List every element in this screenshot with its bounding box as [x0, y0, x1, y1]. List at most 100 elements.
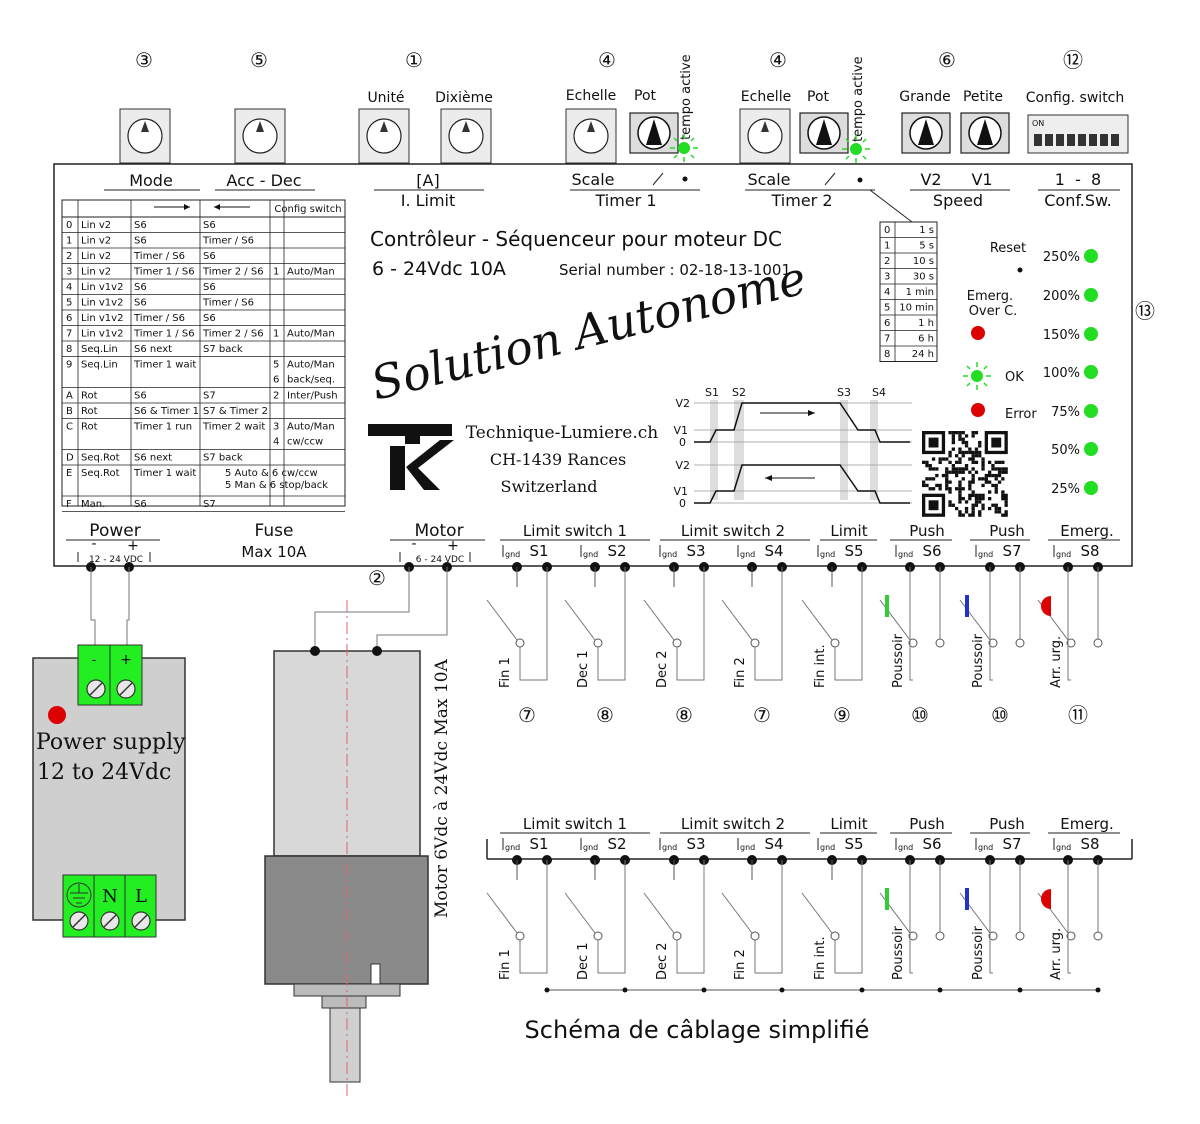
current-level-label: 75%: [1051, 405, 1080, 420]
power-plus: +: [127, 538, 139, 554]
input-group-label: Limit: [830, 815, 867, 833]
mode-table-cell: Lin v2: [81, 236, 111, 247]
mode-table-cell: Auto/Man: [287, 360, 335, 371]
label-dixieme: Dixième: [435, 90, 493, 106]
scale-table-key: 2: [884, 256, 890, 267]
mode-table-cell: S7: [203, 499, 216, 510]
switch-label: Poussoir: [971, 633, 986, 688]
v2-knob[interactable]: [901, 112, 951, 154]
pot-1-knob[interactable]: [629, 112, 679, 154]
input-terminal-label: S8: [1080, 542, 1099, 560]
gnd-label: gnd: [1056, 843, 1071, 852]
graph-v2-bottom: V2: [675, 459, 690, 472]
current-level-led: [1084, 327, 1098, 341]
mode-table-cell: Timer / S6: [133, 251, 185, 262]
push-button-green[interactable]: [885, 888, 889, 910]
mode-table-cell: C: [66, 422, 73, 433]
callout-emerg: ⑪: [1068, 703, 1088, 727]
mode-table-cell: 3: [273, 422, 279, 433]
switch-label: Dec 1: [576, 942, 591, 980]
board-scale-2-label: Scale: [747, 170, 790, 189]
echelle-1-rotary-switch[interactable]: [565, 108, 617, 164]
psu-live: L: [135, 886, 147, 907]
current-level-led: [1084, 404, 1098, 418]
power-supply: - + Power supply 12 to 24Vdc N L: [32, 644, 186, 938]
fuse-label: Fuse: [255, 521, 294, 541]
input-terminal-label: S2: [607, 542, 626, 560]
company-country: Switzerland: [501, 477, 598, 496]
label-unite: Unité: [367, 90, 404, 106]
current-level-led: [1084, 481, 1098, 495]
input-group-label: Push: [989, 522, 1025, 540]
mode-table-cell: Auto/Man: [287, 329, 335, 340]
push-button-green[interactable]: [885, 595, 889, 617]
serial-number: Serial number : 02-18-13-1001: [559, 261, 791, 279]
label-echelle-1: Echelle: [566, 88, 616, 104]
callout-timer1: ④: [598, 48, 616, 72]
callout-fin2: ⑦: [753, 703, 771, 727]
mode-rotary-switch[interactable]: [119, 108, 171, 164]
mode-table-cell: 5: [66, 298, 72, 309]
scale-table-key: 5: [884, 303, 890, 314]
mode-table-cell: S6: [134, 236, 147, 247]
graph-s3: S3: [837, 386, 851, 399]
input-terminal-label: S8: [1080, 835, 1099, 853]
push-button-blue[interactable]: [965, 595, 969, 617]
mode-table-cell: S7 back: [203, 453, 243, 464]
mode-table-cell: back/seq.: [287, 375, 335, 386]
mode-table-cell: Timer / S6: [202, 236, 254, 247]
gnd-label: gnd: [978, 843, 993, 852]
board-v1-label: V1: [971, 170, 992, 189]
input-terminal-label: S7: [1002, 542, 1021, 560]
mode-table-cell: Timer 2 wait: [202, 422, 265, 433]
scale-table-value: 5 s: [919, 241, 934, 252]
scale-table-value: 24 h: [912, 349, 934, 360]
tempo-led-1: [669, 133, 699, 163]
motor-plus: +: [447, 538, 459, 554]
pot-2-knob[interactable]: [799, 112, 849, 154]
gnd-label: gnd: [820, 550, 835, 559]
accdec-rotary-switch[interactable]: [234, 108, 286, 164]
dixieme-rotary-switch[interactable]: [440, 108, 492, 164]
v1-knob[interactable]: [960, 112, 1010, 154]
emergency-stop-button[interactable]: [1041, 889, 1051, 909]
scale-table-value: 10 s: [913, 256, 934, 267]
mode-table-cell: 5: [273, 360, 279, 371]
mode-table-cell: 2: [66, 251, 72, 262]
input-terminal-label: S3: [686, 835, 705, 853]
config-dip-switch[interactable]: ON: [1027, 114, 1129, 154]
switch-label: Fin int.: [813, 644, 828, 688]
graph-v1-bottom: V1: [673, 485, 688, 498]
mode-table-cell: 5 Auto & 6 cw/ccw: [225, 468, 318, 479]
mode-table-cell: Lin v1v2: [81, 329, 123, 340]
mode-table-cell: Inter/Push: [287, 391, 338, 402]
company-name: Technique-Lumiere.ch: [466, 423, 659, 443]
current-level-led: [1084, 442, 1098, 456]
mode-table-cell: S6 & Timer 1: [134, 406, 199, 417]
push-button-blue[interactable]: [965, 888, 969, 910]
wiring-schema-title: Schéma de câblage simplifié: [525, 1016, 870, 1044]
controller-voltage: 6 - 24Vdc 10A: [372, 258, 506, 280]
echelle-2-rotary-switch[interactable]: [739, 108, 791, 164]
mode-table-cell: Rot: [81, 422, 98, 433]
mode-table-cell: S6: [134, 499, 147, 510]
gnd-label: gnd: [505, 550, 520, 559]
mode-table-config-header: Config switch: [274, 204, 341, 215]
mode-table-cell: 4: [66, 282, 72, 293]
psu-neutral: N: [102, 886, 118, 907]
switch-label: Dec 1: [576, 650, 591, 688]
switch-label: Fin 1: [498, 949, 513, 980]
switch-label: Fin 2: [733, 949, 748, 980]
reset-button[interactable]: [1017, 267, 1023, 273]
current-level-label: 250%: [1043, 250, 1080, 265]
switch-label: Fin 1: [498, 657, 513, 688]
emergency-stop-button[interactable]: [1041, 596, 1051, 616]
mode-table-cell: Seq.Lin: [81, 360, 118, 371]
mode-table-cell: D: [66, 453, 74, 464]
motor-label: Motor: [414, 521, 463, 541]
input-terminal-label: S7: [1002, 835, 1021, 853]
input-terminal-label: S3: [686, 542, 705, 560]
input-group-label: Limit switch 2: [681, 815, 785, 833]
unite-rotary-switch[interactable]: [358, 108, 410, 164]
label-grande: Grande: [899, 89, 951, 105]
